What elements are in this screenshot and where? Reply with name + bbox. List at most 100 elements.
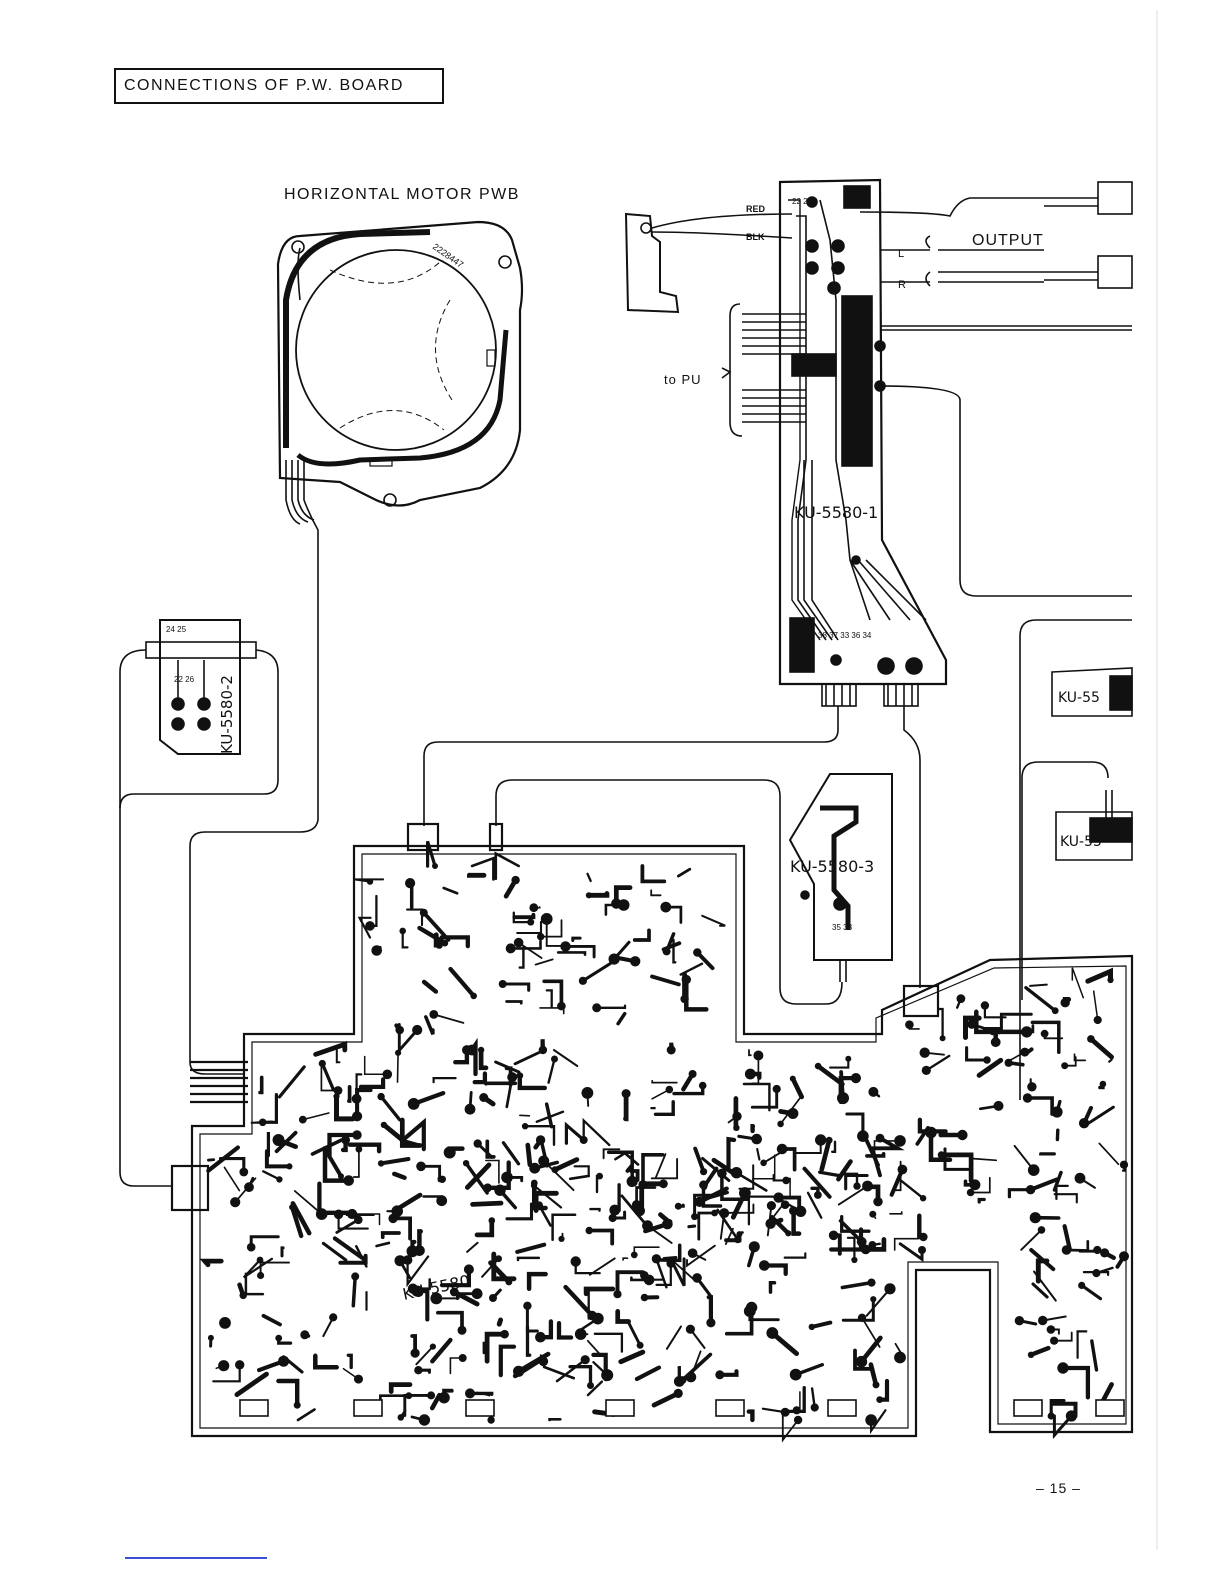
solder-pad <box>837 1092 849 1104</box>
solder-pad <box>1078 1282 1085 1289</box>
solder-pad <box>1062 1245 1072 1255</box>
solder-pad <box>560 941 570 951</box>
link-underline <box>125 1557 267 1559</box>
solder-pad <box>983 1056 991 1064</box>
copper-trace <box>729 1139 735 1167</box>
copper-trace <box>1099 1143 1118 1164</box>
solder-pad <box>1038 1316 1047 1325</box>
solder-pad <box>765 1219 775 1229</box>
solder-pad <box>773 1085 781 1093</box>
solder-pad <box>734 1236 742 1244</box>
copper-trace <box>752 1089 776 1107</box>
copper-trace <box>536 959 553 964</box>
copper-trace <box>515 1050 544 1064</box>
solder-pad <box>329 1313 337 1321</box>
solder-pad <box>436 1195 447 1206</box>
solder-pad <box>957 994 966 1003</box>
solder-pad <box>571 1256 581 1266</box>
solder-pad <box>870 1296 876 1302</box>
copper-trace <box>820 1172 839 1175</box>
solder-pad <box>438 1392 449 1403</box>
solder-pad <box>1061 998 1070 1007</box>
copper-trace <box>652 1159 677 1178</box>
solder-pad <box>894 1135 906 1147</box>
solder-pad <box>1023 1093 1032 1102</box>
pins-ku1-bottom: 38 37 33 36 34 <box>818 631 872 640</box>
solder-pad <box>388 1214 397 1223</box>
copper-trace <box>642 866 664 881</box>
copper-trace <box>507 1002 522 1004</box>
solder-pad <box>500 1330 509 1339</box>
copper-trace <box>867 1154 884 1156</box>
copper-trace <box>1056 1186 1067 1199</box>
solder-pad <box>686 1325 695 1334</box>
main-pwb-outline <box>172 824 1132 1436</box>
solder-pad <box>662 1219 673 1230</box>
copper-trace <box>1026 988 1055 1011</box>
solder-pad <box>618 899 630 911</box>
solder-pad <box>1050 1337 1058 1345</box>
solder-pad <box>1057 1362 1068 1373</box>
solder-pad <box>541 913 553 925</box>
solder-pad <box>1028 1164 1040 1176</box>
solder-pad <box>1119 1251 1129 1261</box>
copper-trace <box>656 1154 666 1177</box>
solder-pad <box>686 1372 697 1383</box>
copper-trace <box>702 916 725 926</box>
solder-pad <box>767 1201 776 1210</box>
copper-trace <box>263 1095 277 1123</box>
solder-pad <box>581 1355 590 1364</box>
copper-trace <box>547 1104 552 1127</box>
copper-trace <box>337 1050 340 1062</box>
solder-pad <box>1047 1325 1056 1334</box>
copper-trace <box>316 1044 345 1054</box>
output-r-label: R <box>898 279 906 291</box>
solder-pad <box>407 1245 419 1257</box>
copper-trace <box>899 1179 924 1199</box>
solder-pad <box>876 1396 883 1403</box>
solder-pad <box>1092 1269 1100 1277</box>
copper-trace <box>264 1316 281 1325</box>
solder-pad <box>613 1290 621 1298</box>
solder-pad <box>701 1184 708 1191</box>
solder-pad <box>351 1272 359 1280</box>
copper-trace <box>1031 1250 1053 1269</box>
solder-pad <box>862 1181 873 1192</box>
solder-pad <box>751 1134 762 1145</box>
pickup-cartridge <box>626 214 792 436</box>
solder-pad <box>430 1344 436 1350</box>
solder-pad <box>692 1273 702 1283</box>
solder-pad <box>596 1173 603 1180</box>
pins-ku3: 35 33 <box>832 923 853 932</box>
copper-trace <box>503 984 529 990</box>
solder-pad <box>640 1271 649 1280</box>
solder-pad <box>478 1047 484 1053</box>
solder-pad <box>766 1327 778 1339</box>
copper-trace <box>298 1410 315 1421</box>
solder-pad <box>558 1236 564 1242</box>
solder-pad <box>592 1313 604 1325</box>
solder-pad <box>586 892 592 898</box>
solder-pad <box>465 1104 476 1115</box>
solder-pad <box>777 1121 784 1128</box>
solder-pad <box>991 1037 1001 1047</box>
solder-pad <box>208 1335 214 1341</box>
copper-trace <box>681 964 702 975</box>
solder-pad <box>474 1139 482 1147</box>
copper-trace <box>652 1081 677 1083</box>
solder-pad <box>383 1070 393 1080</box>
solder-pad <box>666 1259 675 1268</box>
solder-pad <box>531 1180 538 1187</box>
solder-pad <box>667 1046 676 1055</box>
solder-pad <box>814 1191 822 1199</box>
copper-trace <box>424 982 436 992</box>
solder-pad <box>675 1203 682 1210</box>
solder-pad <box>458 1326 467 1335</box>
copper-trace <box>384 1125 409 1145</box>
copper-trace <box>361 1079 383 1087</box>
solder-pad <box>444 1147 456 1159</box>
solder-pad <box>638 1180 647 1189</box>
solder-pad <box>395 1050 401 1056</box>
solder-pad <box>535 1332 546 1343</box>
